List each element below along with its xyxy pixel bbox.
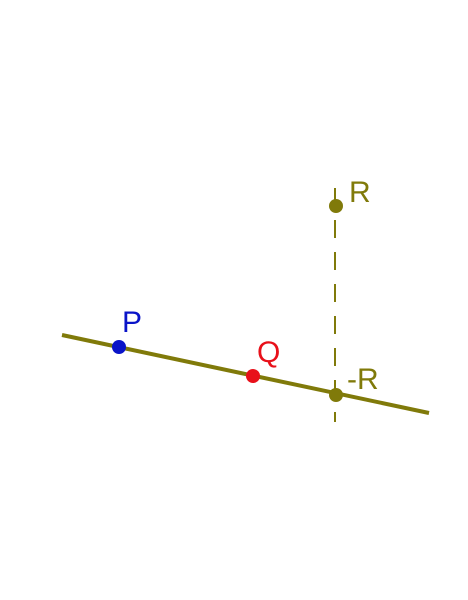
point-p-label: P [122,306,142,339]
point-q-dot [246,369,260,383]
point-negative-r-label: -R [347,363,379,396]
point-r-label: R [349,176,371,209]
point-p-dot [112,340,126,354]
point-r-dot [329,199,343,213]
point-negative-r-dot [329,388,343,402]
point-q-label: Q [257,336,280,369]
